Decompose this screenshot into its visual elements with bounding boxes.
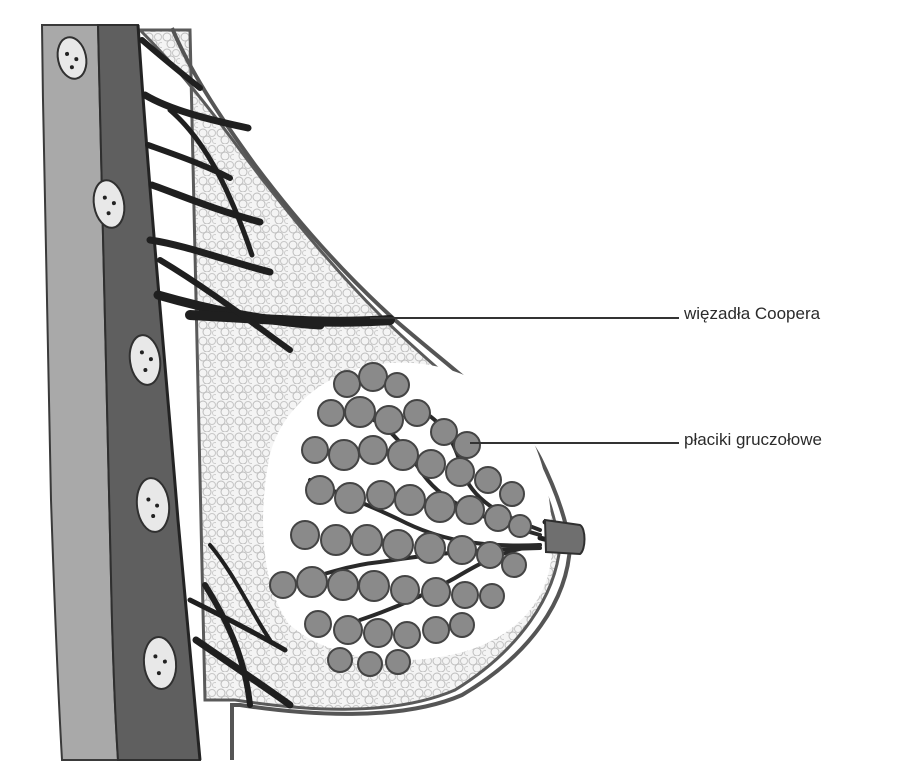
label-glandular-lobules: płaciki gruczołowe [684, 431, 822, 448]
label-cooper-ligaments: więzadła Coopera [684, 305, 820, 322]
nipple [545, 520, 585, 554]
